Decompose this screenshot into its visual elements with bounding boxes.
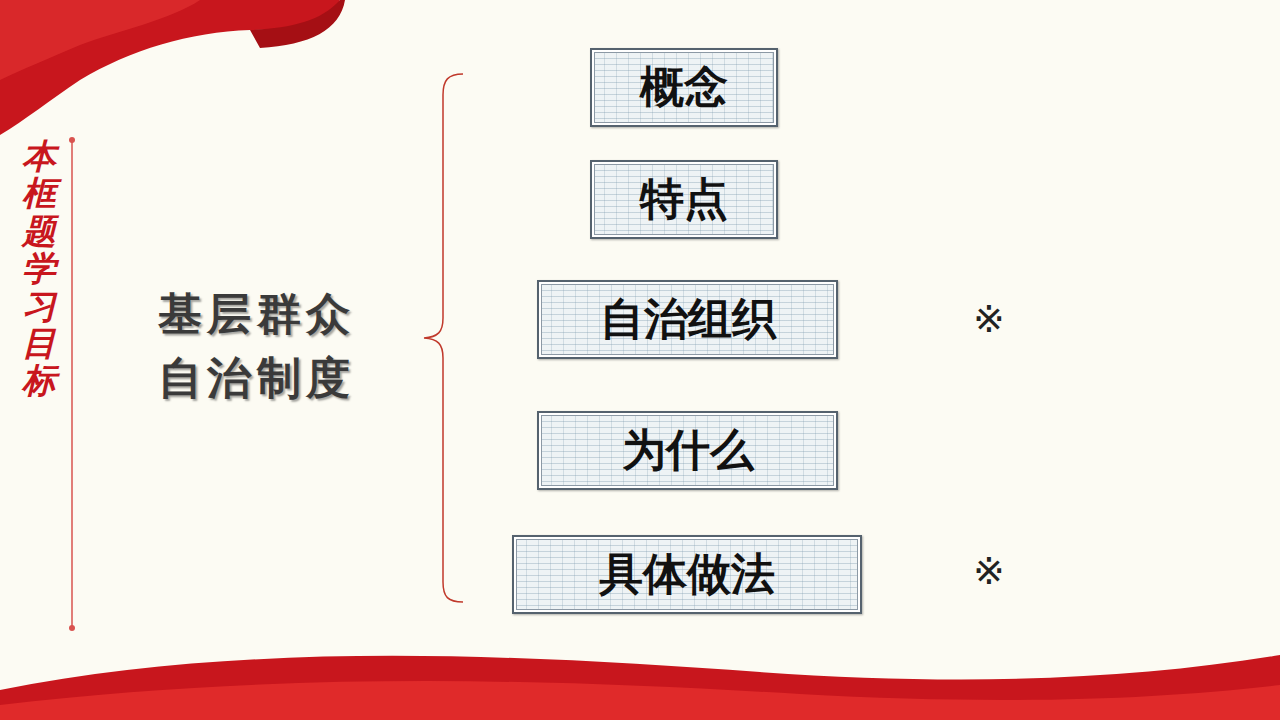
topic-box: 特点	[590, 160, 778, 239]
red-flag-fold	[250, 0, 345, 48]
rule-dot	[69, 137, 75, 143]
red-wave-light	[0, 681, 1280, 720]
red-wave	[0, 655, 1280, 720]
topic-box: 概念	[590, 48, 778, 127]
topic-text: 具体做法	[599, 550, 775, 598]
topic-text: 概念	[640, 63, 728, 111]
topic-heading: 基层群众 自治制度	[158, 282, 367, 410]
vertical-title: 本框题学习目标	[22, 138, 56, 400]
topic-box: 为什么	[537, 411, 838, 490]
key-point-mark: ※	[973, 300, 1005, 338]
topic-text: 特点	[640, 175, 728, 223]
rule-dot	[69, 625, 75, 631]
brace	[424, 74, 463, 602]
key-point-mark: ※	[973, 552, 1005, 590]
topic-text: 自治组织	[600, 295, 776, 343]
red-flag-highlight	[0, 0, 200, 80]
side-rule	[71, 140, 73, 628]
red-flag	[0, 0, 340, 135]
topic-box: 自治组织	[537, 280, 838, 359]
topic-box: 具体做法	[512, 535, 862, 614]
topic-text: 为什么	[622, 426, 754, 474]
